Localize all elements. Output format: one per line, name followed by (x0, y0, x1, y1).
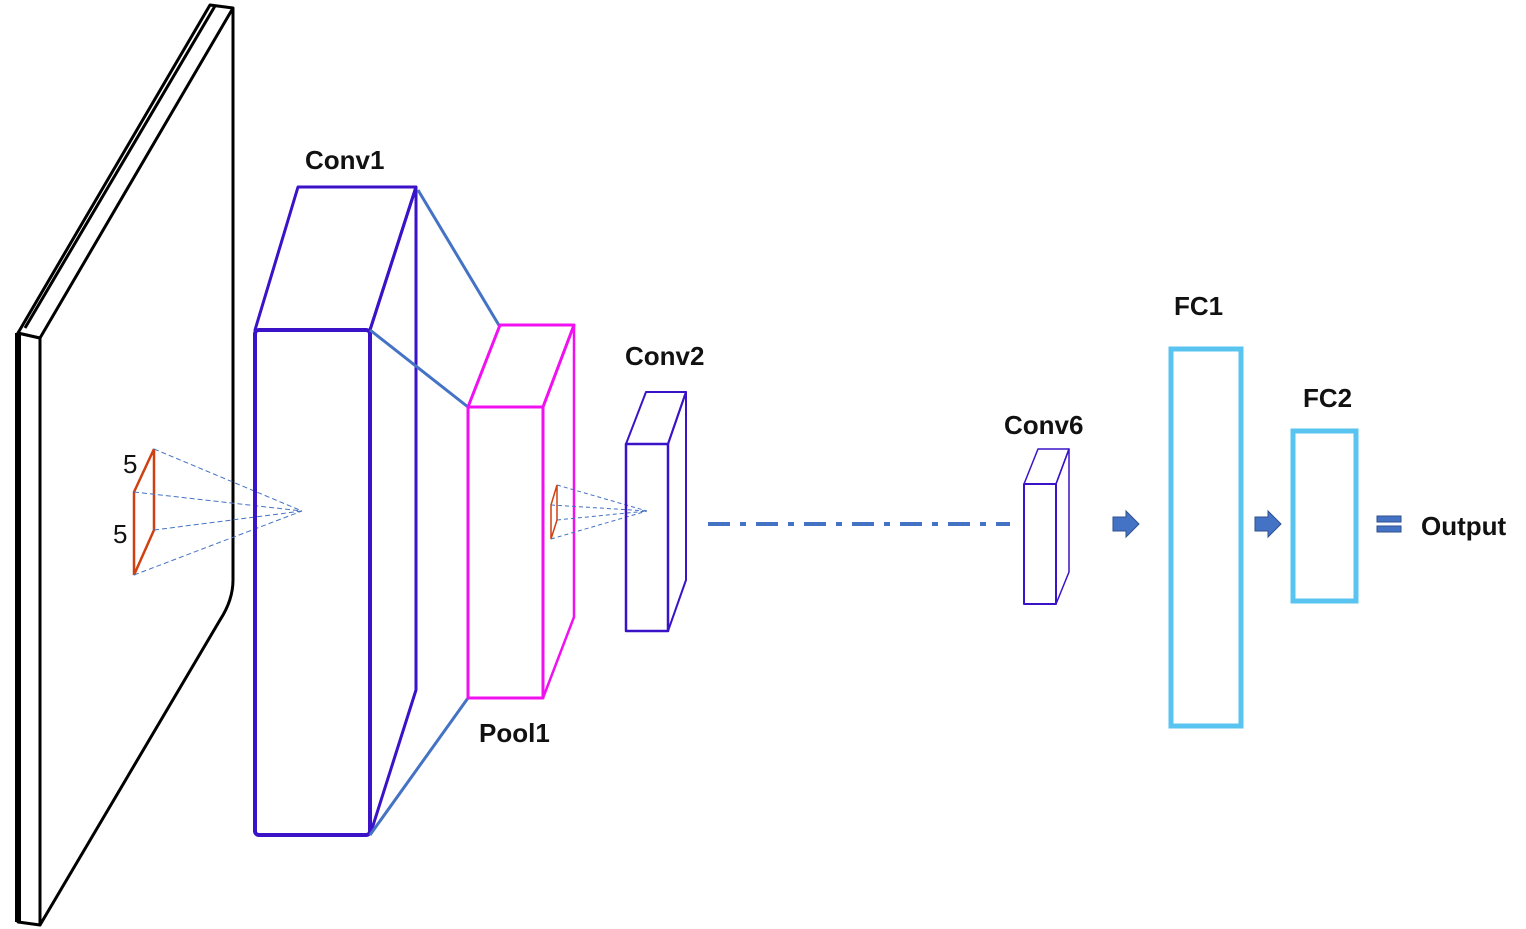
pool1-label: Pool1 (479, 718, 550, 748)
equals-icon (1376, 515, 1402, 533)
conv1-block (253, 185, 418, 837)
fc2-layer (1290, 428, 1359, 604)
pool1-kernel-window (550, 484, 648, 540)
fc2-label: FC2 (1303, 383, 1353, 413)
arrow-icon (1254, 509, 1282, 539)
fc1-layer (1168, 346, 1244, 729)
kernel-width-label: 5 (123, 449, 138, 479)
arrow-icon (1112, 509, 1140, 539)
conv6-block (1023, 448, 1070, 605)
conv1-pool1-connectors (368, 189, 502, 836)
conv2-label: Conv2 (625, 341, 705, 371)
conv2-block (624, 391, 687, 633)
fc1-label: FC1 (1174, 291, 1224, 321)
input-image-plane (15, 3, 235, 927)
conv1-label: Conv1 (305, 145, 385, 175)
input-kernel-window (132, 448, 303, 576)
kernel-height-label: 5 (113, 519, 128, 549)
conv6-label: Conv6 (1004, 410, 1084, 440)
pool1-block (466, 323, 576, 700)
output-label: Output (1421, 511, 1507, 541)
